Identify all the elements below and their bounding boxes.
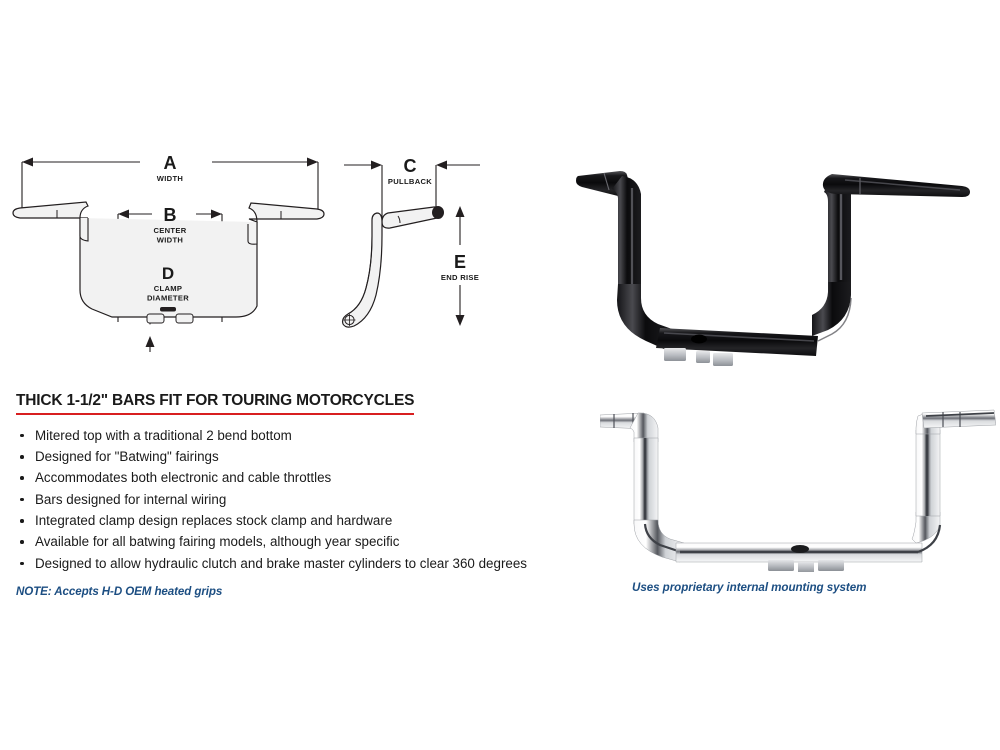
left-grip-arm: [12, 201, 89, 219]
bullet-icon: [20, 455, 24, 459]
dim-a-arrow-right: [307, 157, 318, 167]
side-riser-inner-line: [347, 235, 373, 315]
dim-c-arrow-left: [371, 160, 382, 170]
dim-b-sublabel-2: WIDTH: [157, 236, 183, 245]
feature-text: Accommodates both electronic and cable t…: [35, 470, 332, 486]
side-riser-profile: [341, 212, 383, 328]
list-item: Designed to allow hydraulic clutch and b…: [16, 556, 616, 572]
side-grip-end-cap: [432, 206, 444, 219]
dim-b-sublabel-1: CENTER: [153, 226, 186, 235]
chrome-handlebar-photo-svg: [599, 409, 997, 573]
dim-d-sublabel-1: CLAMP: [154, 284, 183, 293]
chrome-bar-wiring-slot: [791, 545, 809, 553]
list-item: Bars designed for internal wiring: [16, 492, 616, 508]
black-bar-geometry: [576, 171, 970, 366]
bullet-icon: [20, 540, 24, 544]
dim-e-letter: E: [454, 252, 466, 272]
dim-b-arrow-right: [211, 209, 222, 219]
photo-caption: Uses proprietary internal mounting syste…: [632, 581, 867, 594]
black-bar-clamp-block-right: [713, 353, 733, 366]
dim-b-arrow-left: [118, 209, 129, 219]
front-view-diagram-svg: A WIDTH B CENTER WIDTH D CLAMP DIAMETER: [12, 153, 325, 352]
feature-text: Available for all batwing fairing models…: [35, 534, 400, 550]
feature-text: Designed for "Batwing" fairings: [35, 449, 219, 465]
black-handlebar-photo-svg: [576, 171, 970, 366]
black-bar-left-riser: [612, 176, 641, 288]
feature-copy-block: THICK 1-1/2" BARS FIT FOR TOURING MOTORC…: [16, 392, 616, 598]
left-riser-top: [79, 218, 89, 242]
bullet-icon: [20, 497, 24, 502]
chrome-bar-clamp-block-right: [818, 560, 844, 571]
black-bar-bottom-highlight: [663, 332, 815, 342]
feature-text: Mitered top with a traditional 2 bend bo…: [35, 427, 292, 443]
side-view-diagram: C PULLBACK E END RISE: [330, 140, 510, 360]
bullet-icon: [20, 476, 24, 481]
list-item: Integrated clamp design replaces stock c…: [16, 513, 616, 529]
clamp-slot: [160, 307, 176, 312]
black-bar-clamp-block-center: [696, 351, 710, 363]
dim-e-arrow-up: [455, 206, 465, 217]
side-view-diagram-svg: C PULLBACK E END RISE: [341, 156, 480, 328]
black-bar-left-lower-bend: [617, 284, 672, 349]
black-handlebar-photo: [560, 158, 984, 376]
feature-text: Designed to allow hydraulic clutch and b…: [35, 555, 527, 571]
black-bar-right-lower-highlight: [817, 297, 852, 342]
chrome-bar-left-upper-bend: [629, 412, 659, 443]
side-grip-seam: [397, 215, 401, 224]
dim-c-sublabel: PULLBACK: [388, 177, 432, 186]
dim-c-letter: C: [404, 156, 417, 176]
clamp-block-right: [175, 313, 194, 324]
dim-e-arrow-down: [455, 315, 465, 326]
dim-d-sublabel-2: DIAMETER: [147, 294, 189, 303]
bullet-icon: [20, 561, 24, 566]
chrome-bar-right-lower-core: [917, 524, 942, 554]
dim-a-letter: A: [164, 153, 177, 173]
feature-list: Mitered top with a traditional 2 bend bo…: [16, 428, 616, 572]
feature-text: Bars designed for internal wiring: [35, 491, 227, 507]
dim-d-arrow-up: [145, 336, 155, 347]
right-grip-arm: [248, 202, 325, 223]
dim-e-sublabel: END RISE: [441, 273, 479, 282]
chrome-bar-geometry: [599, 409, 997, 573]
chrome-bar-left-lower-core: [643, 523, 679, 553]
bullet-icon: [20, 519, 24, 523]
black-bar-wiring-slot: [691, 334, 707, 344]
black-bar-right-grip: [822, 174, 970, 197]
dim-a-sublabel: WIDTH: [157, 174, 183, 183]
chrome-handlebar-photo: [599, 382, 997, 573]
chrome-bar-clamp-block-center: [798, 562, 814, 573]
feature-text: Integrated clamp design replaces stock c…: [35, 513, 393, 529]
dim-d-letter: D: [162, 264, 174, 283]
handlebar-outer-path: [79, 218, 258, 318]
list-item: Mitered top with a traditional 2 bend bo…: [16, 428, 616, 444]
list-item: Designed for "Batwing" fairings: [16, 449, 616, 465]
note-text: NOTE: Accepts H-D OEM heated grips: [16, 584, 223, 598]
front-view-diagram: A WIDTH B CENTER WIDTH D CLAMP DIAMETER: [0, 140, 350, 360]
list-item: Accommodates both electronic and cable t…: [16, 470, 616, 486]
clamp-block-left: [146, 313, 165, 324]
bullet-icon: [20, 433, 24, 438]
black-bar-left-grip-seam: [603, 172, 610, 191]
list-item: Available for all batwing fairing models…: [16, 534, 616, 550]
black-bar-right-lower-bend: [812, 278, 851, 336]
dim-b-letter: B: [164, 205, 177, 225]
dim-c-arrow-right: [436, 160, 447, 170]
black-bar-clamp-block-left: [664, 348, 686, 361]
chrome-bar-right-grip-core: [925, 412, 995, 417]
dim-a-arrow-left: [22, 157, 33, 167]
black-bar-right-grip-highlight: [844, 179, 961, 191]
right-riser-top: [247, 222, 258, 245]
black-bar-right-riser: [824, 175, 851, 282]
chrome-bar-clamp-block-left: [768, 560, 794, 571]
page-title: THICK 1-1/2" BARS FIT FOR TOURING MOTORC…: [16, 392, 414, 415]
